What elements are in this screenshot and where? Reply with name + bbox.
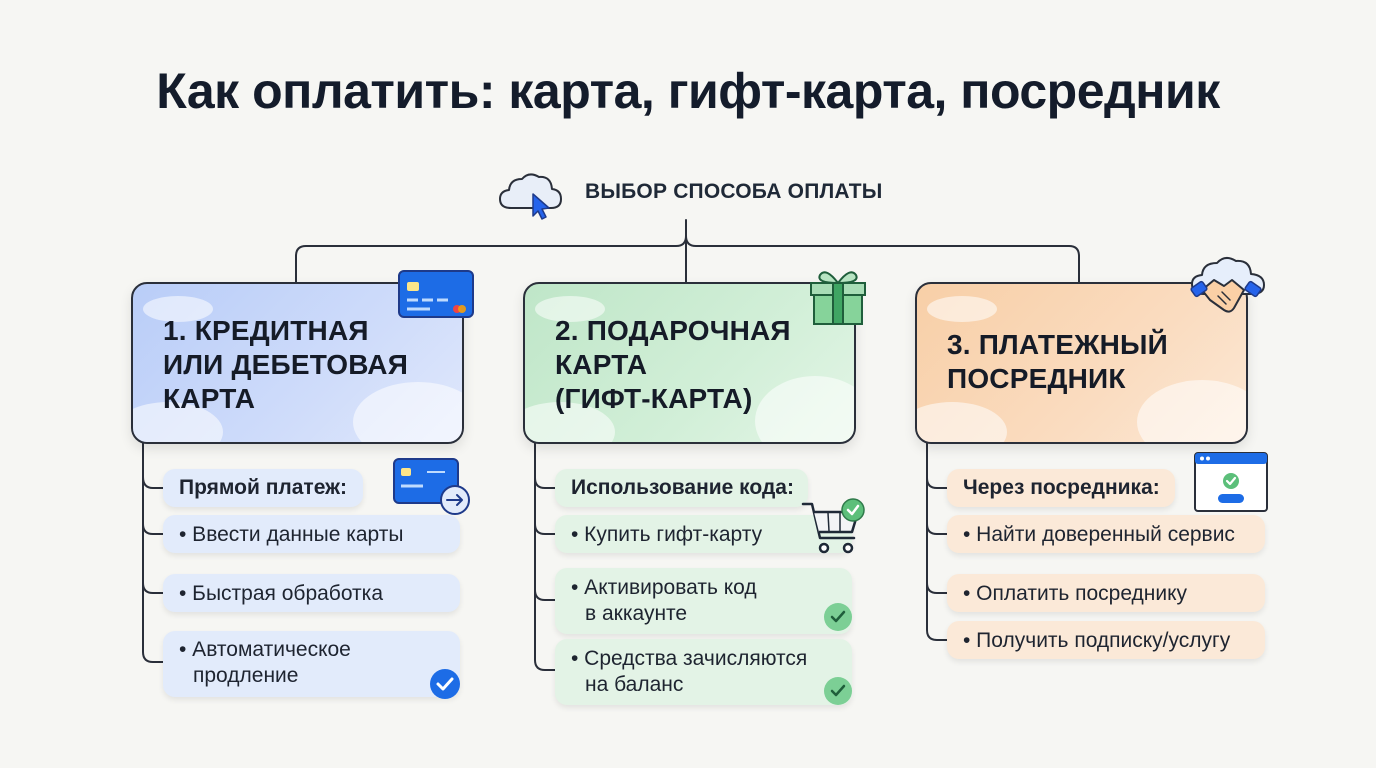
check-circle-icon [824, 677, 852, 705]
list-item-heading: Через посредника: [947, 469, 1175, 507]
connector-root-to-intermediary [685, 235, 1080, 283]
list-item: • Быстрая обработка [163, 574, 460, 612]
page-title: Как оплатить: карта, гифт-карта, посредн… [156, 63, 1220, 119]
list-item-heading: Прямой платеж: [163, 469, 363, 507]
list-item: • Автоматическое продление [163, 631, 460, 697]
list-item: • Получить подписку/услугу [947, 621, 1265, 659]
list-item: • Купить гифт-карту [555, 515, 852, 553]
root-label: ВЫБОР СПОСОБА ОПЛАТЫ [585, 180, 883, 203]
connector-root-to-card [295, 219, 687, 283]
browser-window-icon [1194, 452, 1268, 512]
cloud-cursor-icon [499, 173, 562, 220]
connector-branch-card [142, 439, 164, 663]
list-item: • Средства зачисляются на баланс [555, 639, 852, 705]
list-item: • Оплатить посреднику [947, 574, 1265, 612]
check-circle-icon [824, 603, 852, 631]
connector-branch-intermediary [926, 439, 948, 641]
connector-branch-gift [534, 439, 556, 671]
category-title: 1. КРЕДИТНАЯ ИЛИ ДЕБЕТОВАЯ КАРТА [163, 315, 409, 414]
check-circle-icon [430, 669, 460, 699]
list-item: • Найти доверенный сервис [947, 515, 1265, 553]
category-payment-intermediary: 3. ПЛАТЕЖНЫЙ ПОСРЕДНИК [915, 282, 1248, 444]
card-arrow-icon [393, 458, 470, 515]
gift-icon [810, 271, 866, 325]
cart-check-icon [801, 498, 865, 554]
category-gift-card: 2. ПОДАРОЧНАЯ КАРТА (ГИФТ-КАРТА) [523, 282, 856, 444]
handshake-cloud-icon [1190, 257, 1265, 313]
credit-card-icon [398, 270, 474, 318]
list-item-heading: Использование кода: [555, 469, 808, 507]
category-title: 3. ПЛАТЕЖНЫЙ ПОСРЕДНИК [947, 329, 1168, 394]
list-item: • Ввести данные карты [163, 515, 460, 553]
category-title: 2. ПОДАРОЧНАЯ КАРТА (ГИФТ-КАРТА) [555, 315, 791, 414]
list-item: • Активировать код в аккаунте [555, 568, 852, 634]
